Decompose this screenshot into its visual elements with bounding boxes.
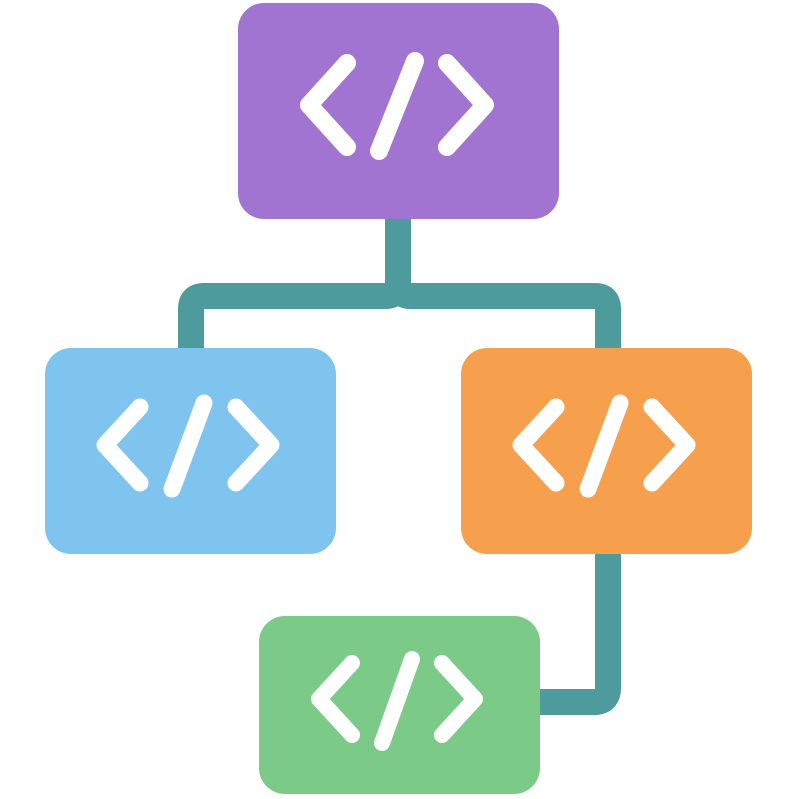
node-bottom (259, 616, 540, 794)
code-brackets-icon (512, 394, 695, 498)
code-brackets-icon (310, 651, 483, 751)
connector-top-to-left (178, 219, 411, 348)
node-left (45, 348, 336, 554)
code-brackets-icon (96, 394, 279, 498)
connector-right-to-bottom (540, 554, 621, 715)
node-right (461, 348, 752, 554)
code-brackets-icon (299, 52, 494, 160)
node-top (238, 3, 559, 219)
connector-top-to-right (385, 282, 621, 348)
